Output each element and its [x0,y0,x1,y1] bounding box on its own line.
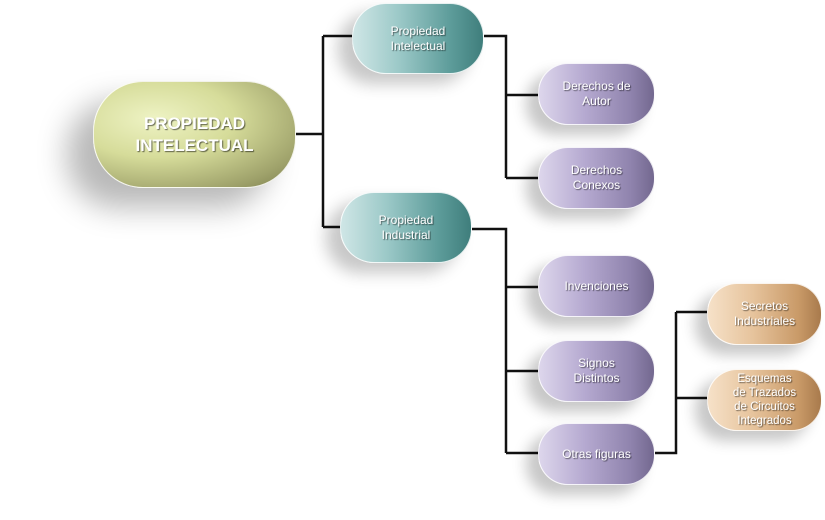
node-signos-distintos: Signos Distintos [538,340,655,402]
node-derechos-conexos: Derechos Conexos [538,147,655,209]
node-secretos-industriales: Secretos Industriales [707,283,822,345]
node-label: Secretos Industriales [733,299,796,328]
node-invenciones: Invenciones [538,255,655,317]
node-esquemas-trazados: Esquemas de Trazados de Circuitos Integr… [707,369,822,431]
node-label: Esquemas de Trazados de Circuitos Integr… [732,373,797,427]
node-derechos-de-autor: Derechos de Autor [538,63,655,125]
node-label: Derechos de Autor [562,79,631,108]
node-label: Otras figuras [562,446,631,461]
root-label: PROPIEDAD INTELECTUAL [135,113,254,155]
node-otras-figuras: Otras figuras [538,423,655,485]
node-label: Derechos Conexos [570,163,623,192]
node-propiedad-industrial: Propiedad Industrial [340,192,472,263]
node-label: Propiedad Industrial [378,212,434,242]
node-label: Invenciones [564,278,629,293]
root-node: PROPIEDAD INTELECTUAL [93,81,296,188]
node-label: Propiedad Intelectual [390,23,446,53]
node-propiedad-intelectual: Propiedad Intelectual [352,3,484,74]
node-label: Signos Distintos [573,356,620,385]
